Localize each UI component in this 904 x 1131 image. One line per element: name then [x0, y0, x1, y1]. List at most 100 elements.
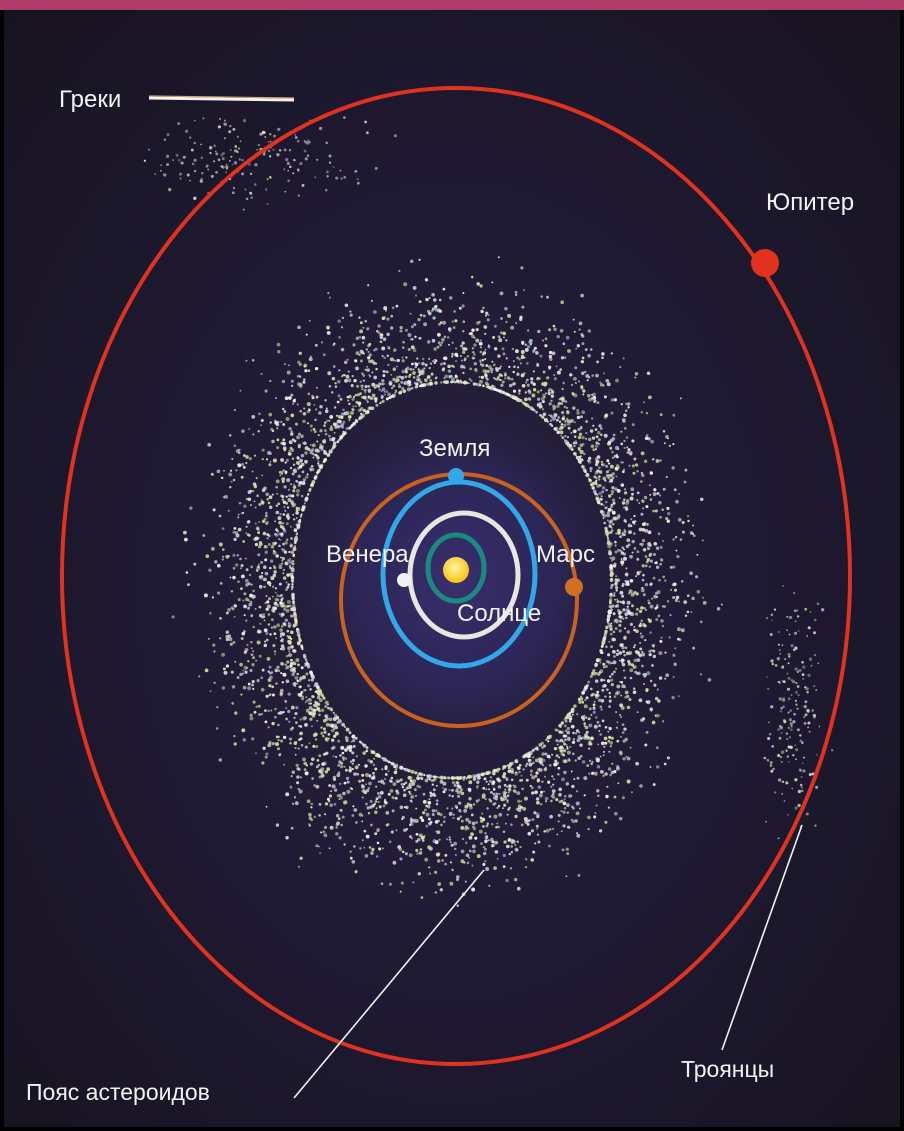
asteroid-dot: [325, 141, 328, 145]
asteroid-dot: [352, 405, 355, 408]
asteroid-dot: [324, 704, 328, 709]
asteroid-dot: [498, 768, 501, 770]
asteroid-dot: [386, 354, 390, 358]
asteroid-dot: [438, 298, 442, 302]
asteroid-dot: [597, 475, 601, 478]
asteroid-dot: [589, 466, 593, 471]
asteroid-dot: [259, 132, 263, 136]
asteroid-dot: [314, 366, 319, 371]
asteroid-dot: [580, 360, 585, 364]
asteroid-dot: [367, 350, 370, 353]
asteroid-dot: [381, 400, 384, 403]
asteroid-dot: [285, 707, 288, 710]
asteroid-dot: [574, 819, 578, 823]
asteroid-dot: [804, 607, 808, 611]
asteroid-dot: [623, 556, 627, 561]
asteroid-dot: [448, 836, 451, 839]
asteroid-dot: [516, 791, 521, 796]
asteroid-dot: [404, 375, 407, 378]
asteroid-dot: [621, 796, 625, 800]
asteroid-dot: [296, 627, 299, 631]
asteroid-dot: [427, 340, 431, 344]
asteroid-dot: [281, 557, 286, 561]
asteroid-dot: [403, 806, 406, 809]
asteroid-dot: [384, 772, 388, 776]
asteroid-dot: [235, 469, 238, 472]
asteroid-dot: [627, 543, 631, 547]
asteroid-dot: [249, 716, 254, 721]
asteroid-dot: [229, 642, 233, 646]
asteroid-dot: [628, 651, 633, 655]
asteroid-dot: [498, 367, 501, 370]
asteroid-dot: [292, 554, 296, 558]
asteroid-dot: [640, 512, 644, 516]
asteroid-dot: [254, 163, 258, 167]
asteroid-dot: [627, 662, 632, 666]
asteroid-dot: [455, 806, 459, 809]
asteroid-dot: [295, 740, 298, 743]
asteroid-dot: [610, 645, 613, 649]
asteroid-dot: [285, 666, 288, 670]
asteroid-dot: [293, 528, 298, 532]
asteroid-dot: [502, 807, 505, 810]
asteroid-dot: [265, 458, 269, 461]
asteroid-dot: [645, 688, 649, 692]
asteroid-dot: [656, 491, 660, 496]
asteroid-dot: [429, 820, 433, 824]
asteroid-dot: [411, 782, 416, 786]
asteroid-dot: [412, 818, 417, 823]
asteroid-dot: [435, 852, 440, 857]
asteroid-dot: [457, 794, 461, 798]
asteroid-dot: [343, 360, 348, 365]
asteroid-dot: [799, 783, 803, 787]
asteroid-dot: [584, 348, 588, 352]
asteroid-dot: [644, 436, 649, 441]
asteroid-dot: [628, 464, 631, 467]
asteroid-dot: [375, 362, 378, 365]
asteroid-dot: [592, 671, 597, 676]
asteroid-dot: [623, 685, 626, 688]
asteroid-dot: [392, 782, 397, 786]
asteroid-dot: [577, 756, 581, 760]
asteroid-dot: [484, 373, 488, 378]
asteroid-dot: [588, 747, 591, 750]
asteroid-dot: [482, 786, 486, 790]
asteroid-dot: [296, 781, 300, 785]
asteroid-dot: [605, 378, 610, 383]
asteroid-dot: [622, 419, 626, 423]
asteroid-dot: [593, 771, 598, 776]
asteroid-dot: [269, 379, 272, 383]
asteroid-dot: [490, 370, 493, 374]
asteroid-dot: [551, 351, 556, 356]
asteroid-dot: [300, 743, 304, 747]
asteroid-dot: [295, 706, 299, 710]
asteroid-dot: [289, 543, 293, 547]
asteroid-dot: [303, 761, 308, 766]
asteroid-dot: [274, 520, 277, 523]
asteroid-dot: [463, 366, 466, 369]
asteroid-dot: [595, 441, 599, 445]
asteroid-dot: [307, 369, 311, 373]
asteroid-dot: [811, 709, 814, 712]
asteroid-dot: [398, 383, 401, 386]
asteroid-dot: [273, 650, 277, 653]
asteroid-dot: [423, 322, 428, 327]
label-venus: Венера: [326, 541, 409, 568]
asteroid-dot: [280, 672, 283, 675]
asteroid-dot: [408, 792, 412, 796]
asteroid-dot: [240, 637, 244, 640]
asteroid-dot: [377, 324, 381, 328]
asteroid-dot: [535, 411, 538, 414]
asteroid-dot: [581, 700, 585, 704]
asteroid-dot: [330, 391, 334, 394]
asteroid-dot: [575, 454, 578, 457]
asteroid-dot: [410, 325, 414, 329]
asteroid-dot: [331, 436, 335, 441]
asteroid-dot: [208, 568, 212, 572]
asteroid-dot: [479, 350, 483, 354]
asteroid-dot: [338, 369, 341, 372]
asteroid-dot: [613, 398, 618, 402]
asteroid-dot: [426, 804, 431, 809]
asteroid-dot: [417, 317, 421, 322]
asteroid-dot: [184, 129, 189, 133]
